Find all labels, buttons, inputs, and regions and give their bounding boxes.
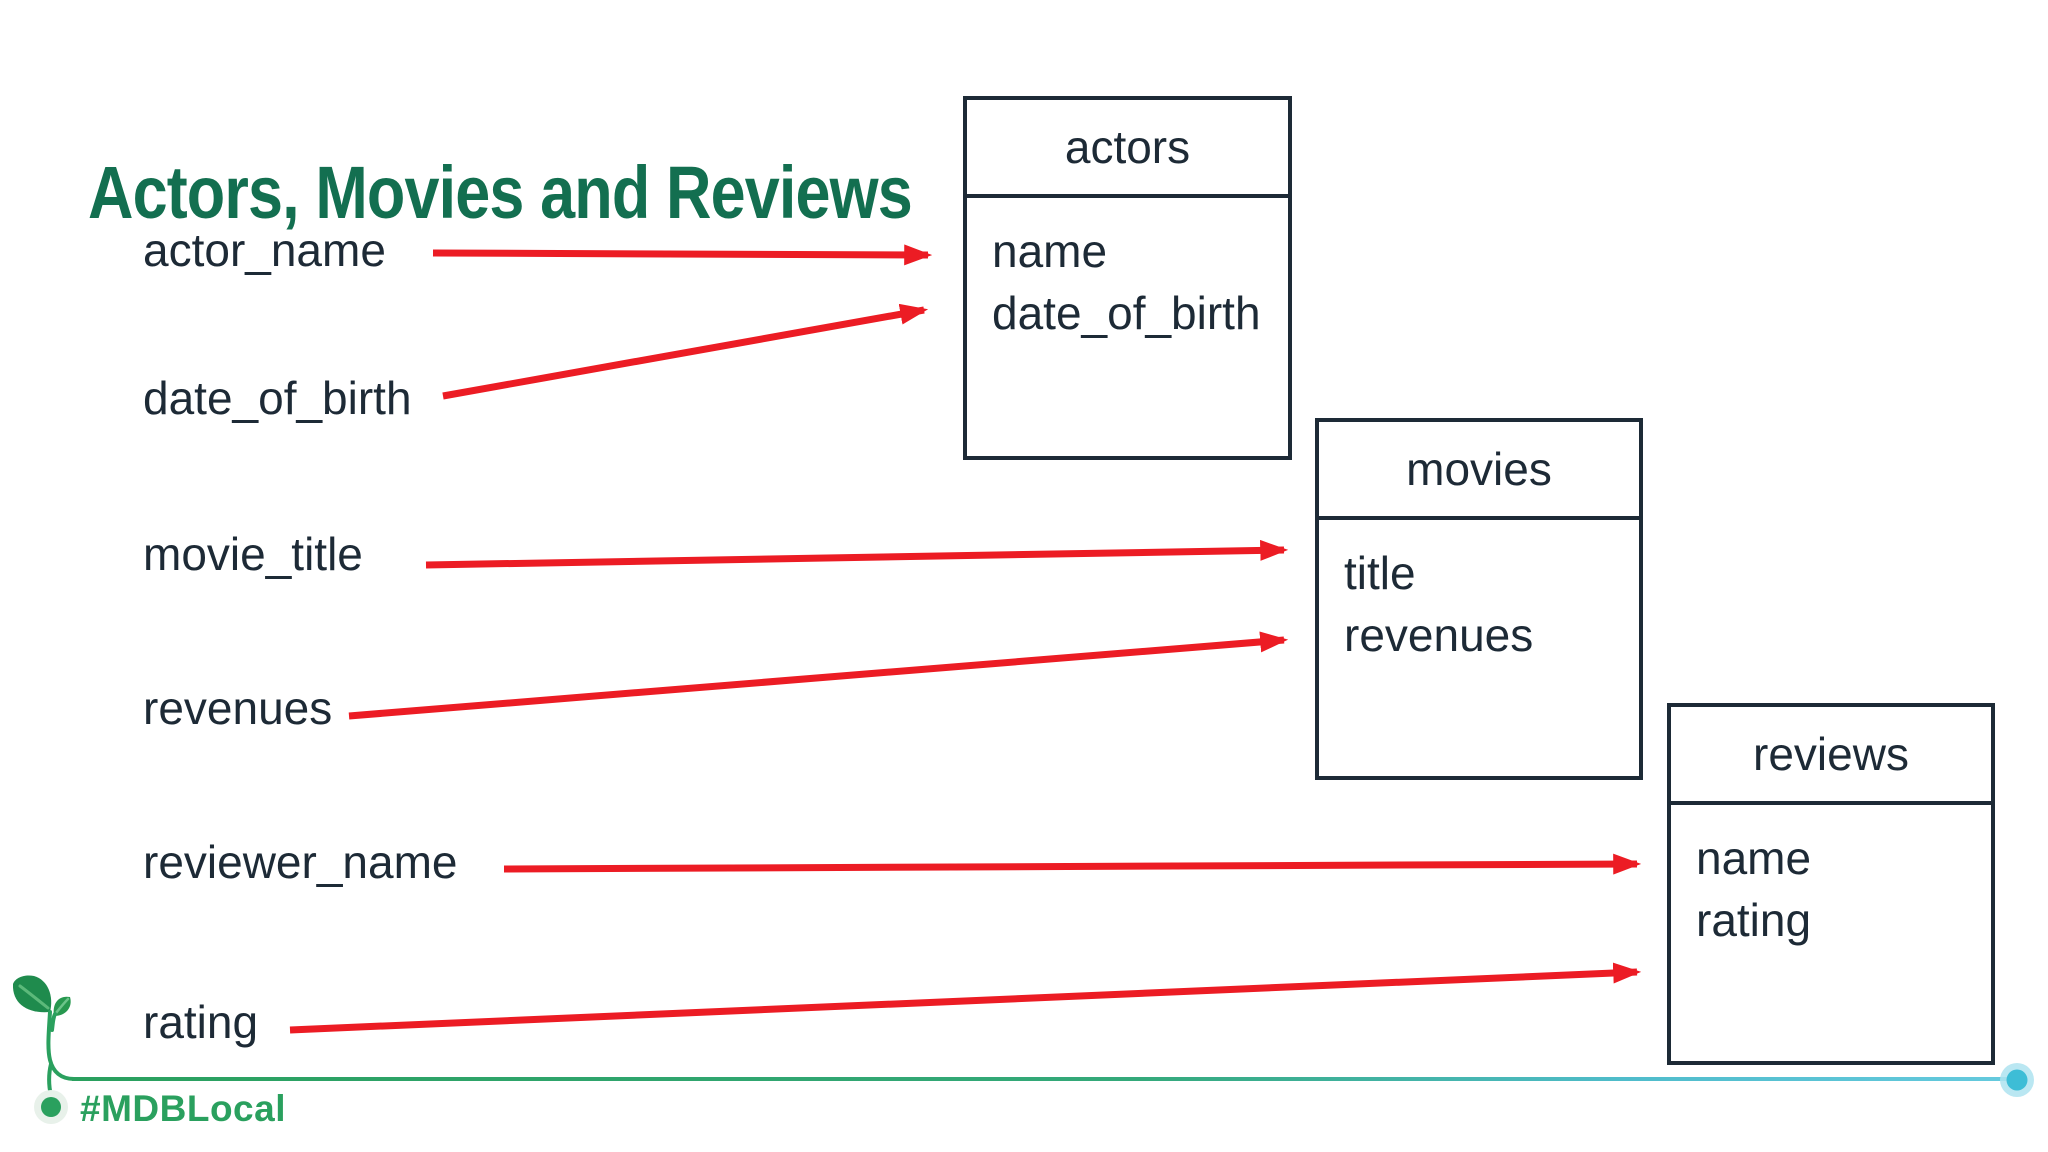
arrow-revenues-to-movies-revenues xyxy=(348,631,1289,720)
table-field-actors-date-of-birth: date_of_birth xyxy=(992,287,1261,339)
field-label-movie-title: movie_title xyxy=(143,528,363,580)
table-movies-header: movies xyxy=(1319,422,1639,520)
table-field-reviews-name: name xyxy=(1696,832,1812,884)
arrow-rating-to-reviews-rating xyxy=(289,962,1642,1034)
arrow-actor-name-to-actors-name xyxy=(432,244,933,266)
endpoint-dot-icon xyxy=(2006,1069,2028,1091)
table-reviews-fields: name rating xyxy=(1671,805,1991,951)
arrow-movie-title-to-movies-title xyxy=(425,539,1289,569)
arrow-date-of-birth-to-actors-dob xyxy=(442,303,929,400)
table-actors-header: actors xyxy=(967,100,1288,198)
table-reviews: reviews name rating xyxy=(1667,703,1995,1065)
table-movies: movies title revenues xyxy=(1315,418,1643,780)
table-actors: actors name date_of_birth xyxy=(963,96,1292,460)
arrow-reviewer-name-to-reviews-name xyxy=(503,853,1642,875)
table-field-reviews-rating: rating xyxy=(1696,894,1812,946)
sprout-icon xyxy=(12,975,76,1124)
field-label-actor-name: actor_name xyxy=(143,224,386,276)
table-field-actors-name: name xyxy=(992,225,1108,277)
footer-hashtag: #MDBLocal xyxy=(80,1088,286,1129)
table-field-movies-title: title xyxy=(1344,547,1416,599)
endpoint-dot-icon xyxy=(2000,1063,2034,1097)
table-reviews-header: reviews xyxy=(1671,707,1991,805)
field-label-rating: rating xyxy=(143,996,259,1048)
field-label-date-of-birth: date_of_birth xyxy=(143,372,412,424)
field-label-reviewer-name: reviewer_name xyxy=(143,836,458,888)
slide-title: Actors, Movies and Reviews xyxy=(88,150,913,234)
field-label-revenues: revenues xyxy=(143,682,333,734)
table-field-movies-revenues: revenues xyxy=(1344,609,1534,661)
table-actors-fields: name date_of_birth xyxy=(967,198,1288,344)
table-movies-fields: title revenues xyxy=(1319,520,1639,666)
